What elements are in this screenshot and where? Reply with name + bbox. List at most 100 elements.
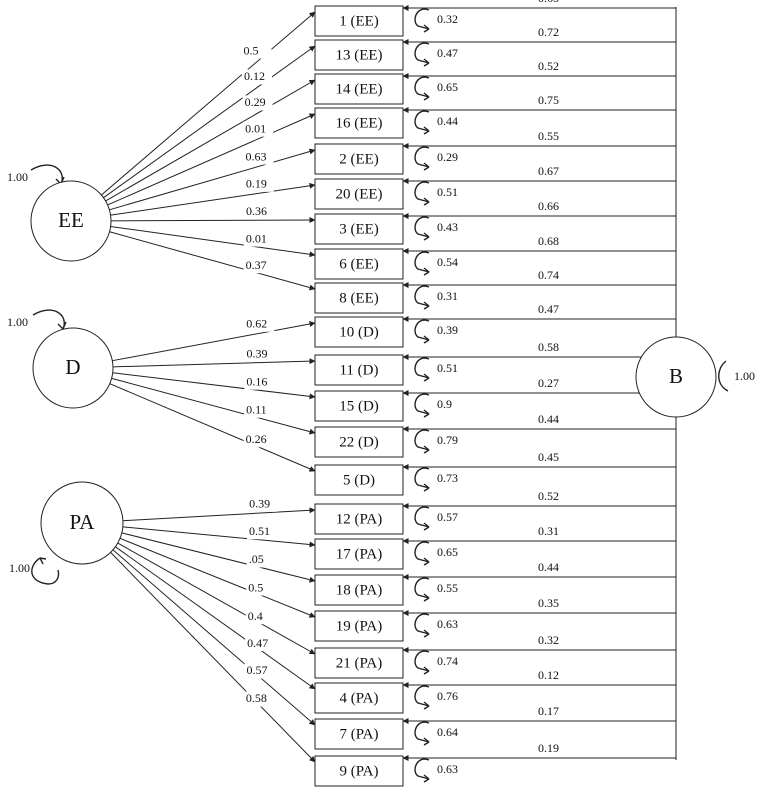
b-loading-value: 0.72 [538, 25, 559, 39]
error-variance-value: 0.79 [437, 433, 458, 447]
loading-value: 0.39 [246, 346, 267, 360]
loading-arrow [109, 231, 316, 291]
b-loading-label-bg [536, 94, 570, 108]
indicator-label: 9 (PA) [339, 763, 378, 779]
loading-value: 0.63 [246, 149, 267, 163]
factor-d-circle [32, 327, 114, 409]
indicator-box [314, 282, 404, 314]
loading-value: 0.01 [246, 231, 267, 245]
loading-label-bg [244, 316, 275, 332]
indicator-box [314, 610, 404, 642]
indicator-label: 20 (EE) [335, 186, 382, 202]
b-loading-value: 0.52 [538, 59, 559, 73]
b-loading-label-bg [536, 490, 570, 504]
indicator-label: 4 (PA) [339, 690, 378, 706]
factor-d-variance-value: 1.00 [7, 315, 28, 329]
b-loading-value: 0.12 [538, 668, 559, 682]
error-variance-value: 0.51 [437, 361, 458, 375]
b-loading-label-bg [536, 561, 570, 575]
loading-value: 0.47 [247, 636, 268, 650]
error-variance-arrowhead [423, 483, 430, 492]
error-variance-arrowhead [423, 522, 430, 531]
error-variance-loop [414, 577, 430, 599]
error-variance-arrowhead [423, 301, 430, 310]
error-variance-value: 0.74 [437, 654, 458, 668]
error-variance-loop [414, 541, 430, 563]
error-variance-value: 0.32 [437, 12, 458, 26]
error-variance-loop [414, 393, 430, 415]
loading-value: 0.58 [246, 691, 267, 705]
loading-value: 0.19 [246, 177, 267, 191]
loading-label-bg [245, 636, 276, 652]
error-variance-loop [414, 146, 430, 168]
error-variance-loop [414, 8, 430, 30]
indicator-label: 15 (D) [339, 398, 379, 414]
error-variance-arrowhead [423, 232, 430, 241]
loading-label-bg [244, 663, 275, 679]
loading-label-bg [243, 231, 274, 247]
b-loading-label-bg [536, 200, 570, 214]
error-variance-value: 0.39 [437, 323, 458, 337]
b-loading-label-bg [536, 341, 570, 355]
indicator-box [314, 538, 404, 570]
error-variance-value: 0.43 [437, 220, 458, 234]
loading-arrow [112, 358, 316, 368]
loading-value: 0.4 [248, 609, 263, 623]
b-loading-value: 0.52 [538, 489, 559, 503]
error-variance-loop [414, 758, 430, 780]
indicator-box [314, 390, 404, 422]
error-variance-value: 0.51 [437, 185, 458, 199]
indicator-label: 18 (PA) [336, 582, 383, 598]
b-loading-value: 0.58 [538, 340, 559, 354]
b-loading-value: 0.35 [538, 596, 559, 610]
loading-value: 0.5 [248, 580, 263, 594]
indicator-box [314, 143, 404, 175]
indicator-label: 13 (EE) [335, 47, 382, 63]
loading-arrow [112, 321, 316, 362]
error-variance-arrowhead [423, 737, 430, 746]
b-loading-label-bg [536, 377, 570, 391]
error-variance-value: 0.31 [437, 289, 458, 303]
error-variance-arrowhead [423, 197, 430, 206]
indicator-label: 2 (EE) [339, 151, 379, 167]
b-loading-value: 0.66 [538, 199, 559, 213]
error-variance-arrowhead [423, 409, 430, 418]
error-variance-value: 0.9 [437, 397, 452, 411]
loading-label-bg [243, 121, 274, 137]
error-variance-value: 0.63 [437, 617, 458, 631]
indicator-label: 10 (D) [339, 324, 379, 340]
loading-arrow [101, 11, 316, 196]
loading-value: 0.37 [246, 258, 267, 272]
loading-value: 0.39 [249, 497, 270, 511]
error-variance-loop [414, 506, 430, 528]
loading-label-bg [243, 432, 274, 448]
indicator-box [314, 39, 404, 71]
indicator-box [314, 755, 404, 787]
indicator-box [314, 718, 404, 750]
loading-arrow [117, 542, 316, 655]
loading-value: 0.26 [246, 432, 267, 446]
b-loading-label-bg [536, 165, 570, 179]
indicator-label: 22 (D) [339, 434, 379, 450]
loading-label-bg [245, 609, 276, 625]
error-variance-value: 0.65 [437, 545, 458, 559]
error-variance-value: 0.57 [437, 510, 458, 524]
factor-ee-variance-value: 1.00 [7, 170, 28, 184]
b-loading-value: 0.68 [538, 234, 559, 248]
error-variance-loop [414, 216, 430, 238]
error-variance-arrowhead [423, 92, 430, 101]
nodes-layer: 1 (EE)13 (EE)14 (EE)16 (EE)2 (EE)20 (EE)… [30, 5, 717, 787]
b-loading-label-bg [536, 705, 570, 719]
b-loading-label-bg [536, 0, 570, 6]
b-loading-value: 0.44 [538, 560, 559, 574]
loading-value: 0.51 [249, 524, 270, 538]
b-loading-value: 0.65 [538, 0, 559, 5]
error-variance-arrowhead [423, 445, 430, 454]
b-loading-label-bg [536, 269, 570, 283]
b-loading-label-bg [536, 634, 570, 648]
factor-ee-circle [30, 180, 112, 262]
loading-label-bg [247, 496, 278, 512]
b-loading-label-bg [536, 669, 570, 683]
factor-b-variance-loop [718, 360, 729, 392]
b-loading-value: 0.44 [538, 412, 559, 426]
